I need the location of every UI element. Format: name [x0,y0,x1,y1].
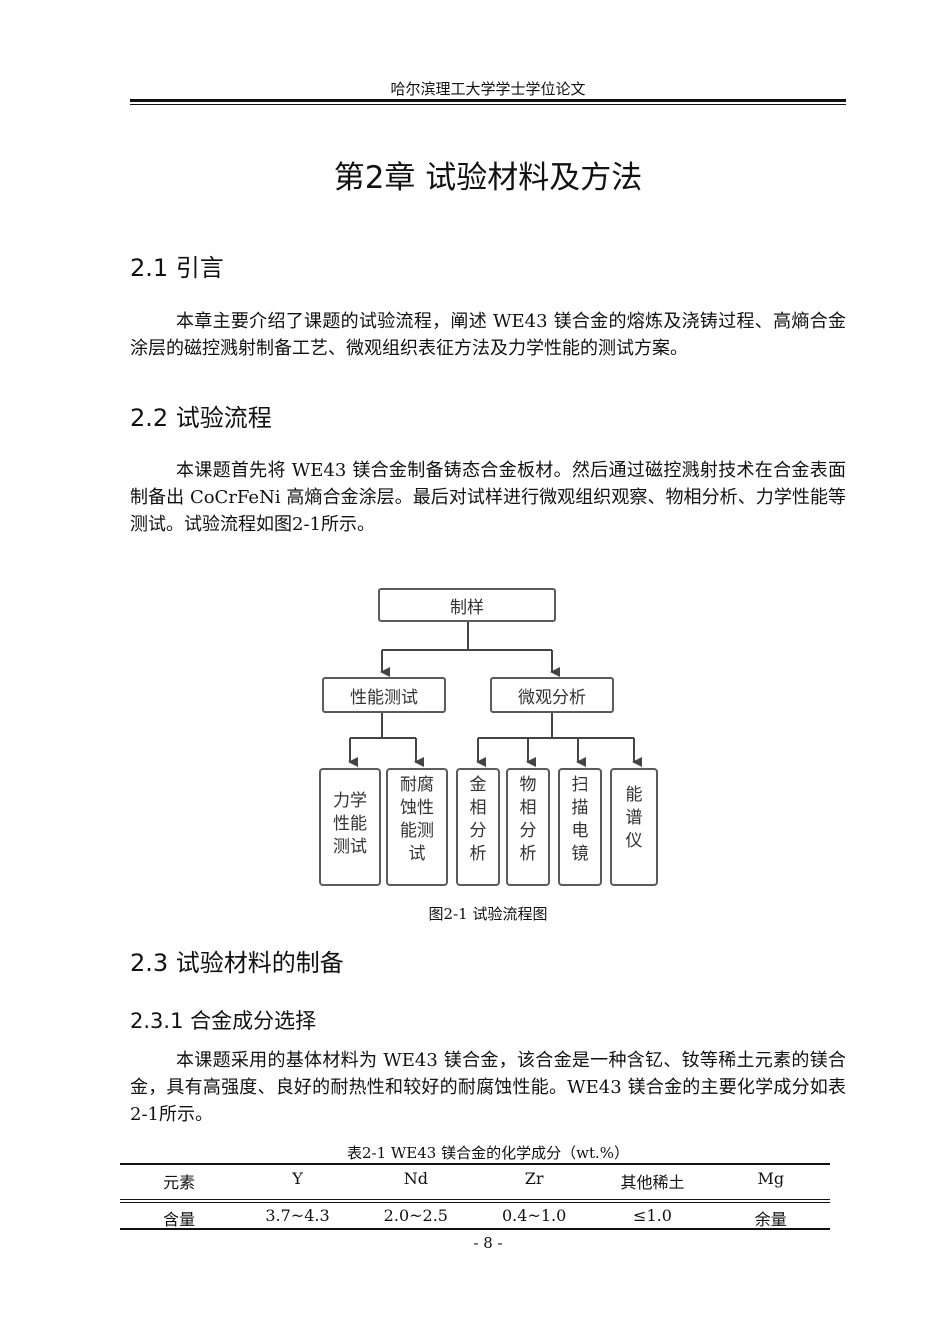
chapter-title: 第2章 试验材料及方法 [333,160,643,196]
table-header-cell: 其他稀土 [620,1173,685,1192]
section-heading-2-2: 2.2 试验流程 [130,404,272,432]
figure-caption: 图2-1 试验流程图 [428,905,548,923]
running-header: 哈尔滨理工大学学士学位论文 [390,80,586,98]
table-mid-rule-2 [120,1202,830,1203]
table-header-cell: Y [292,1169,303,1188]
flow-leaf-metallography: 金 相 分 析 [456,768,500,886]
flowchart-diagram: 制样 性能测试 微观分析 力学 性能 测试 耐腐 蚀性 能测 试 金 相 分 析… [316,584,662,888]
table-mid-rule [120,1199,830,1200]
table-row: 含量 3.7~4.3 2.0~2.5 0.4~1.0 ≤1.0 余量 [120,1206,830,1230]
flow-leaf-mechanical: 力学 性能 测试 [319,768,381,886]
flow-node-root: 制样 [378,588,556,622]
paragraph-composition: 本课题采用的基体材料为 WE43 镁合金，该合金是一种含钇、钕等稀土元素的镁合金… [130,1050,846,1125]
table-top-rule [120,1163,830,1165]
table-cell: 3.7~4.3 [265,1206,330,1225]
table-cell: 0.4~1.0 [502,1206,567,1225]
table-header-cell: Nd [403,1169,428,1188]
flowchart-connectors [348,620,642,767]
flow-leaf-corrosion: 耐腐 蚀性 能测 试 [386,768,448,886]
flow-node-performance: 性能测试 [322,677,446,713]
page-number: - 8 - [473,1234,503,1252]
section-heading-2-3: 2.3 试验材料的制备 [130,949,344,977]
flow-node-microstructure: 微观分析 [490,677,614,713]
flow-leaf-eds: 能 谱 仪 [610,768,658,886]
table-bottom-rule [120,1228,830,1230]
table-header-cell: Mg [757,1169,785,1188]
flow-leaf-phase: 物 相 分 析 [506,768,550,886]
flow-leaf-sem: 扫 描 电 镜 [558,768,602,886]
table-caption: 表2-1 WE43 镁合金的化学成分（wt.%） [346,1144,630,1162]
table-header-row: 元素 Y Nd Zr 其他稀土 Mg [120,1169,830,1193]
paragraph-intro: 本章主要介绍了课题的试验流程，阐述 WE43 镁合金的熔炼及浇铸过程、高熵合金涂… [130,311,846,359]
table-cell: 2.0~2.5 [383,1206,448,1225]
table-header-cell: Zr [524,1169,544,1188]
table-header-cell: 元素 [163,1173,196,1192]
table-cell: ≤1.0 [633,1206,672,1225]
section-heading-2-1: 2.1 引言 [130,254,224,282]
section-heading-2-3-1: 2.3.1 合金成分选择 [130,1009,317,1033]
table-cell: 余量 [754,1210,787,1229]
header-rule-thin [130,104,846,105]
paragraph-process: 本课题首先将 WE43 镁合金制备铸态合金板材。然后通过磁控溅射技术在合金表面制… [130,460,846,535]
header-rule-thick [130,99,846,102]
table-cell: 含量 [163,1210,196,1229]
